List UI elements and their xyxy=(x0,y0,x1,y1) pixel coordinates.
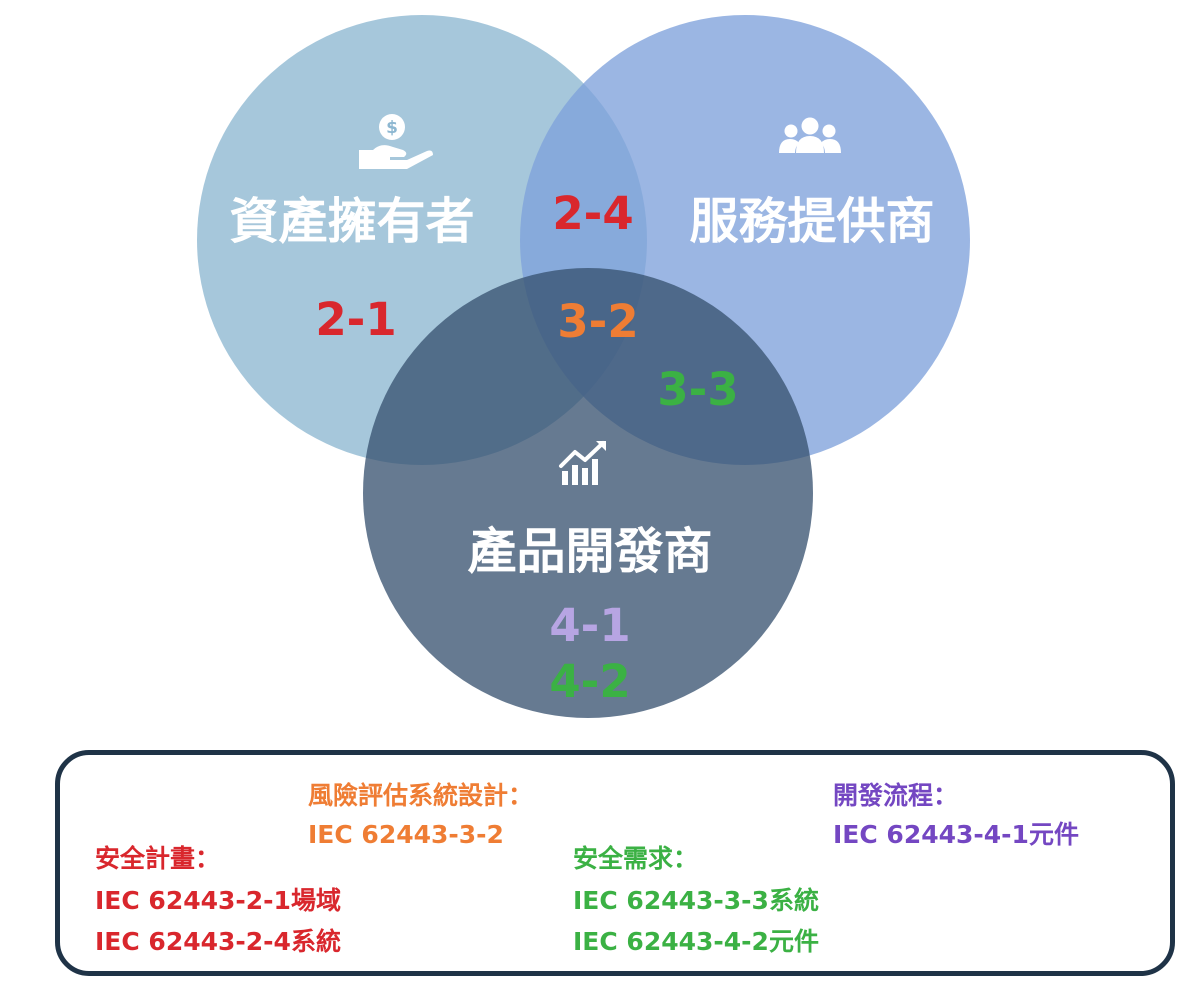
dev-process-title: 開發流程： xyxy=(833,781,959,810)
code-3-3: 3-3 xyxy=(657,363,738,416)
hand-coin-icon: $ xyxy=(359,114,433,169)
security-req-title: 安全需求： xyxy=(573,844,699,873)
code-2-4: 2-4 xyxy=(552,187,633,240)
code-2-1: 2-1 xyxy=(315,293,396,346)
service-provider-label: 服務提供商 xyxy=(689,193,934,250)
venn-diagram: $ 資產擁有者 服務提供商 產品開發商 2-4 2-1 3-2 3-3 4-1 … xyxy=(197,15,970,718)
code-3-2: 3-2 xyxy=(557,295,638,348)
dev-process-standard: IEC 62443-4-1元件 xyxy=(833,820,1079,849)
chart-growth-icon xyxy=(559,441,606,485)
security-plan-title: 安全計畫： xyxy=(95,844,221,873)
risk-assessment-standard: IEC 62443-3-2 xyxy=(308,820,504,849)
product-developer-label: 產品開發商 xyxy=(467,523,712,580)
standards-legend-box xyxy=(55,750,1175,976)
security-plan-standard-1: IEC 62443-2-1場域 xyxy=(95,886,341,915)
users-icon xyxy=(779,117,841,153)
svg-text:$: $ xyxy=(386,118,398,138)
security-req-standard-1: IEC 62443-3-3系統 xyxy=(573,886,819,915)
risk-assessment-title: 風險評估系統設計： xyxy=(308,781,534,810)
code-4-1: 4-1 xyxy=(549,599,630,652)
security-req-standard-2: IEC 62443-4-2元件 xyxy=(573,927,819,956)
product-developer-circle xyxy=(363,268,813,718)
security-plan-standard-2: IEC 62443-2-4系統 xyxy=(95,927,341,956)
asset-owner-label: 資產擁有者 xyxy=(229,193,474,250)
code-4-2: 4-2 xyxy=(549,655,630,708)
